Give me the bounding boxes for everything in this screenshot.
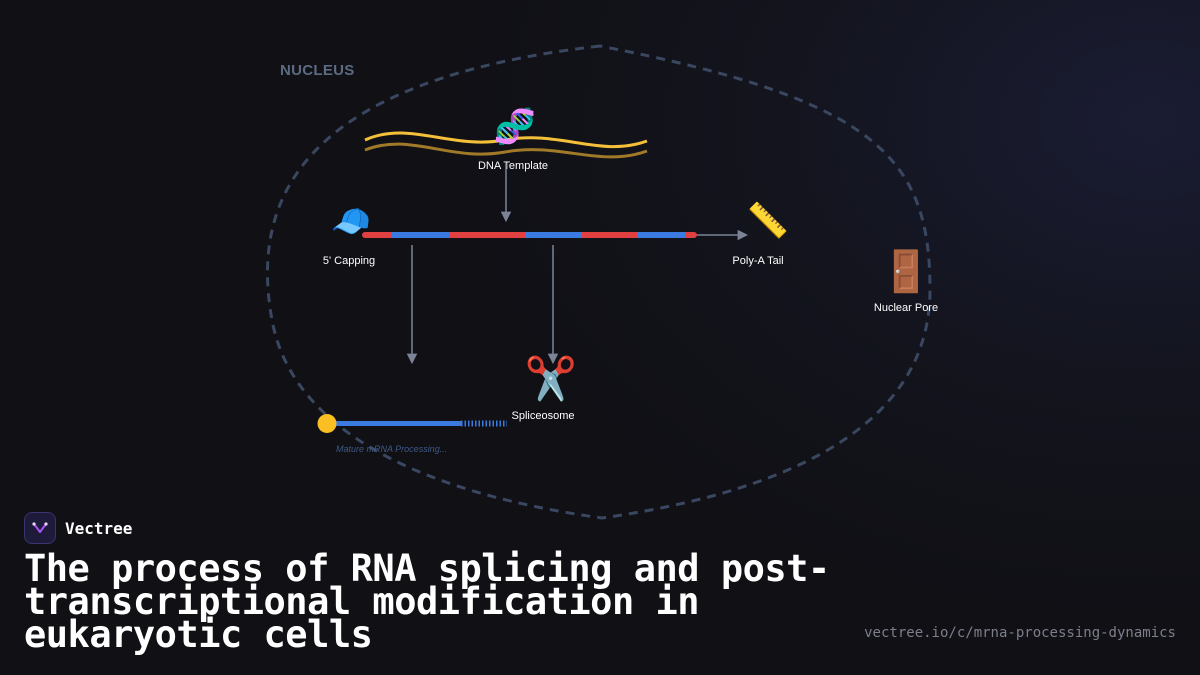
- nuclear-pore-label: Nuclear Pore: [874, 302, 938, 314]
- exon-segment: [637, 232, 685, 238]
- source-url[interactable]: vectree.io/c/mrna-processing-dynamics: [864, 625, 1176, 641]
- nucleus-label: NUCLEUS: [280, 62, 355, 79]
- scissors-icon: ✂️: [525, 353, 577, 403]
- dna-strand-2: [364, 142, 648, 159]
- dna-template-label: DNA Template: [478, 160, 548, 172]
- brand-name: Vectree: [65, 518, 133, 538]
- cap-icon: 🧢: [331, 202, 371, 240]
- vectree-logo-icon: [24, 512, 56, 544]
- capping-label: 5' Capping: [323, 255, 375, 267]
- exon-segment: [392, 232, 449, 238]
- nucleus-membrane: [265, 44, 932, 520]
- dna-strand-1: [364, 131, 648, 149]
- door-icon: 🚪: [881, 248, 931, 295]
- dna-icon: 🧬: [494, 106, 536, 147]
- exon-segment: [525, 232, 582, 238]
- mature-mrna: [317, 414, 507, 433]
- page-title: The process of RNA splicing and post-tra…: [24, 547, 830, 656]
- brand: Vectree: [24, 512, 132, 544]
- polya-label: Poly-A Tail: [732, 255, 783, 267]
- pre-mrna: [362, 232, 697, 238]
- spliceosome-label: Spliceosome: [512, 410, 575, 422]
- ruler-icon: 📏: [747, 201, 789, 241]
- five-prime-cap: [317, 414, 337, 433]
- mature-mrna-label: Mature mRNA Processing...: [336, 444, 447, 454]
